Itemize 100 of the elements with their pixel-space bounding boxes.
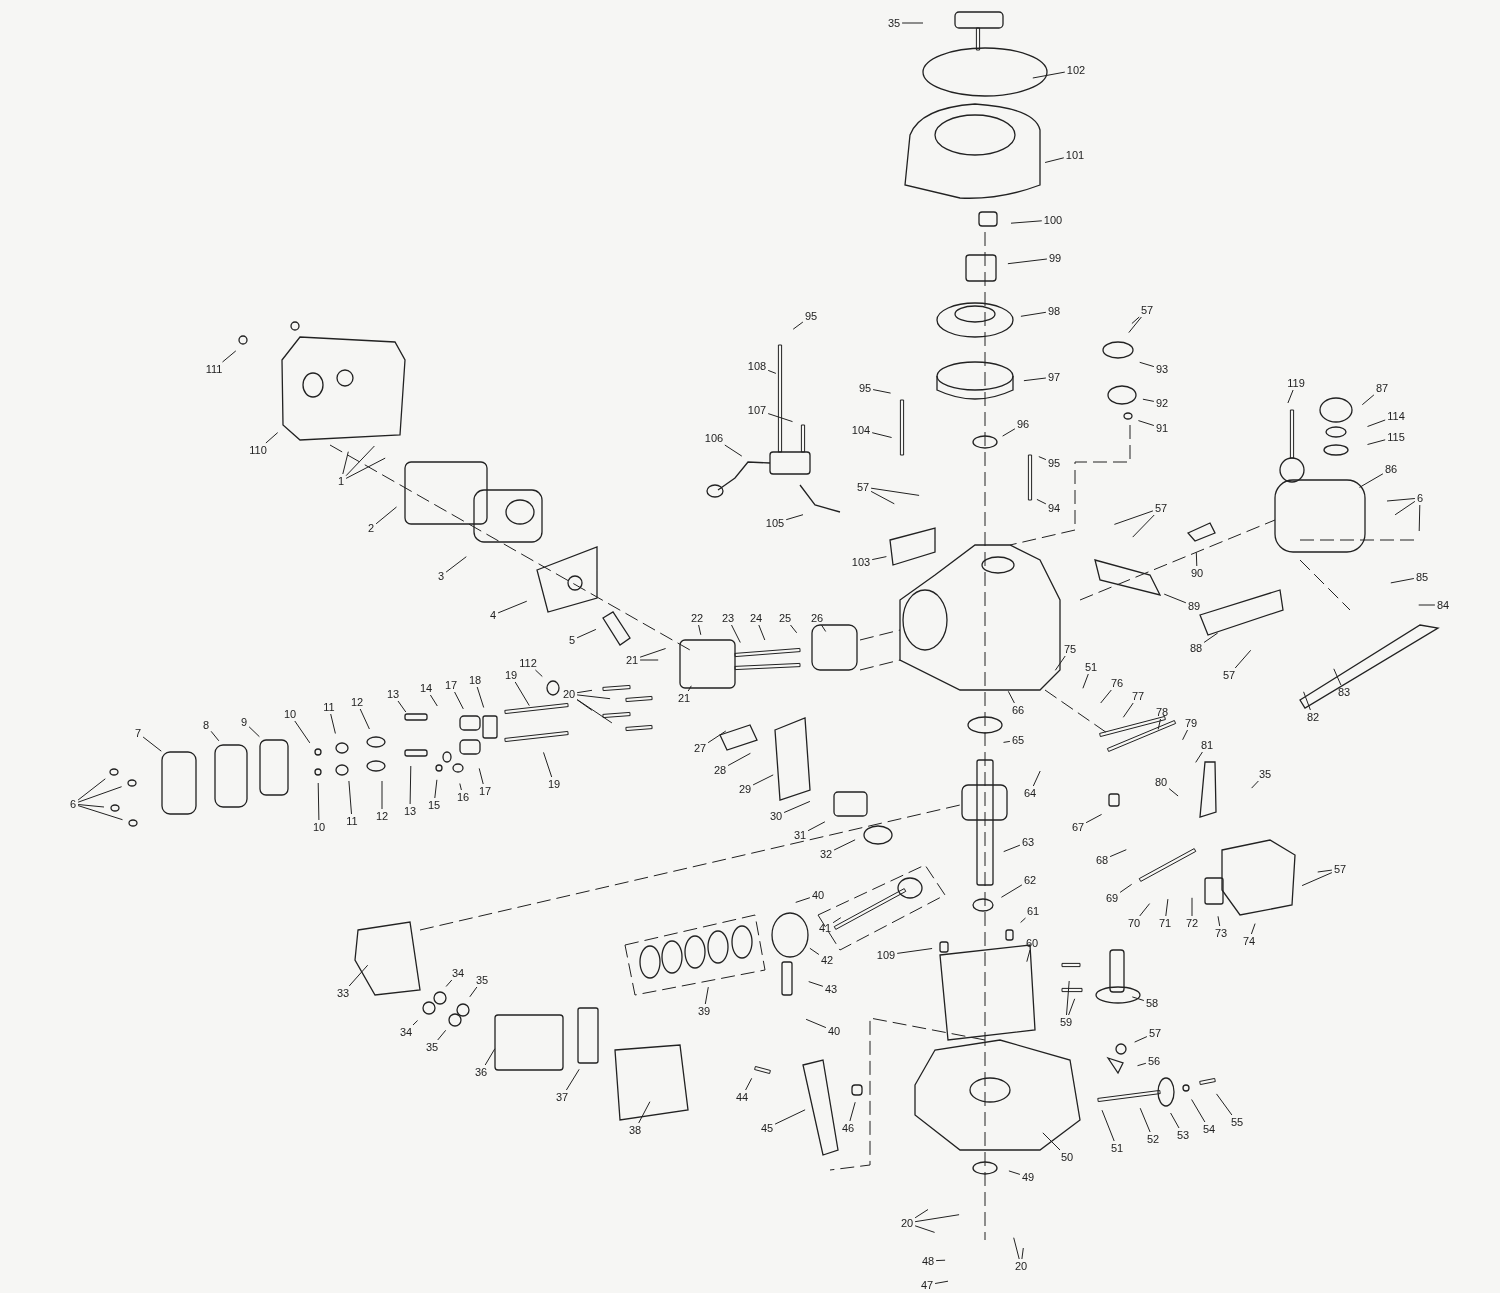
leader-line <box>576 694 611 700</box>
leader-line <box>1013 1237 1020 1260</box>
leader-line <box>914 1225 936 1233</box>
leader-line <box>397 700 407 713</box>
callout-number: 92 <box>1154 397 1170 409</box>
leader-line <box>1137 420 1155 426</box>
leader-line <box>901 22 924 24</box>
leader-line <box>1082 673 1089 689</box>
callout-number: 78 <box>1154 706 1170 718</box>
leader-line <box>1157 718 1161 730</box>
callout-number: 41 <box>817 922 833 934</box>
callout-number: 11 <box>322 701 336 713</box>
leader-line <box>807 821 826 832</box>
callout-number: 57 <box>1153 502 1169 514</box>
leader-line <box>1066 980 1070 1016</box>
callout-number: 64 <box>1022 787 1038 799</box>
callout-number: 45 <box>759 1122 775 1134</box>
callout-number: 35 <box>474 974 490 986</box>
leader-line <box>445 979 453 987</box>
leader-line <box>345 445 375 477</box>
callout-number: 39 <box>696 1005 712 1017</box>
callout-number: 95 <box>1046 457 1062 469</box>
leader-line <box>687 685 692 692</box>
leader-line <box>434 779 438 799</box>
leader-line <box>1000 884 1023 898</box>
callout-number: 112 <box>518 657 538 669</box>
leader-line <box>1113 510 1154 525</box>
leader-line <box>1191 1099 1206 1123</box>
callout-number: 19 <box>546 778 562 790</box>
leader-line <box>914 1209 929 1219</box>
callout-number: 105 <box>764 517 786 529</box>
leader-line <box>1394 500 1416 516</box>
callout-number: 46 <box>840 1122 856 1134</box>
leader-line <box>849 1101 856 1122</box>
leader-line <box>1038 456 1047 461</box>
leader-line <box>727 752 751 766</box>
leader-line <box>832 917 842 924</box>
callout-number: 53 <box>1175 1129 1191 1141</box>
leader-line <box>543 751 553 778</box>
leader-line <box>872 389 892 394</box>
callout-number: 12 <box>374 810 390 822</box>
callout-number: 22 <box>689 612 705 624</box>
callout-number: 24 <box>748 612 764 624</box>
callout-number: 23 <box>720 612 736 624</box>
leader-line <box>785 514 804 521</box>
callout-number: 30 <box>768 810 784 822</box>
leader-line <box>459 783 462 791</box>
callout-number: 36 <box>473 1066 489 1078</box>
leader-line <box>783 800 811 813</box>
callout-number: 28 <box>712 764 728 776</box>
leader-line <box>1216 1093 1233 1116</box>
leader-line <box>1002 428 1016 437</box>
callout-number: 86 <box>1383 463 1399 475</box>
leader-line <box>1317 869 1333 873</box>
callout-number: 35 <box>424 1041 440 1053</box>
leader-line <box>1168 788 1179 797</box>
callout-number: 95 <box>857 382 873 394</box>
leader-line <box>265 432 279 444</box>
leader-line <box>1032 770 1041 787</box>
leader-line <box>870 487 920 496</box>
callout-number: 93 <box>1154 363 1170 375</box>
leader-line <box>1021 1247 1024 1260</box>
callout-number: 35 <box>1257 768 1273 780</box>
callout-number: 68 <box>1094 854 1110 866</box>
leader-line <box>1128 316 1142 334</box>
callout-number: 26 <box>809 612 825 624</box>
callout-number: 40 <box>826 1025 842 1037</box>
leader-line <box>1003 844 1021 853</box>
callout-number: 88 <box>1188 642 1204 654</box>
leader-line <box>1418 504 1421 532</box>
leader-line <box>1163 593 1187 604</box>
leader-line <box>1032 71 1066 79</box>
callout-number: 15 <box>426 799 442 811</box>
leader-line <box>1132 514 1155 538</box>
leader-line <box>1142 398 1155 402</box>
leader-line <box>790 624 798 634</box>
leader-line <box>871 556 887 561</box>
leader-line <box>638 1101 651 1124</box>
leader-line <box>1003 740 1011 743</box>
leader-line <box>454 691 464 710</box>
callout-number: 43 <box>823 983 839 995</box>
callout-number: 89 <box>1186 600 1202 612</box>
callout-number: 57 <box>1147 1027 1163 1039</box>
leader-line <box>381 780 383 810</box>
callout-number: 103 <box>850 556 872 568</box>
callout-number: 55 <box>1229 1116 1245 1128</box>
leader-line <box>476 686 485 708</box>
leader-line <box>1054 655 1066 671</box>
callout-number: 91 <box>1154 422 1170 434</box>
leader-line <box>375 506 397 525</box>
callout-number: 84 <box>1435 599 1451 611</box>
leader-line <box>1101 1109 1115 1142</box>
callout-number: 20 <box>561 688 577 700</box>
leader-line <box>870 490 895 505</box>
leader-line <box>1361 394 1375 406</box>
callout-number: 83 <box>1336 686 1352 698</box>
callout-number: 76 <box>1109 677 1125 689</box>
callout-number: 40 <box>810 889 826 901</box>
callout-number: 57 <box>1332 863 1348 875</box>
callout-number: 102 <box>1065 64 1087 76</box>
